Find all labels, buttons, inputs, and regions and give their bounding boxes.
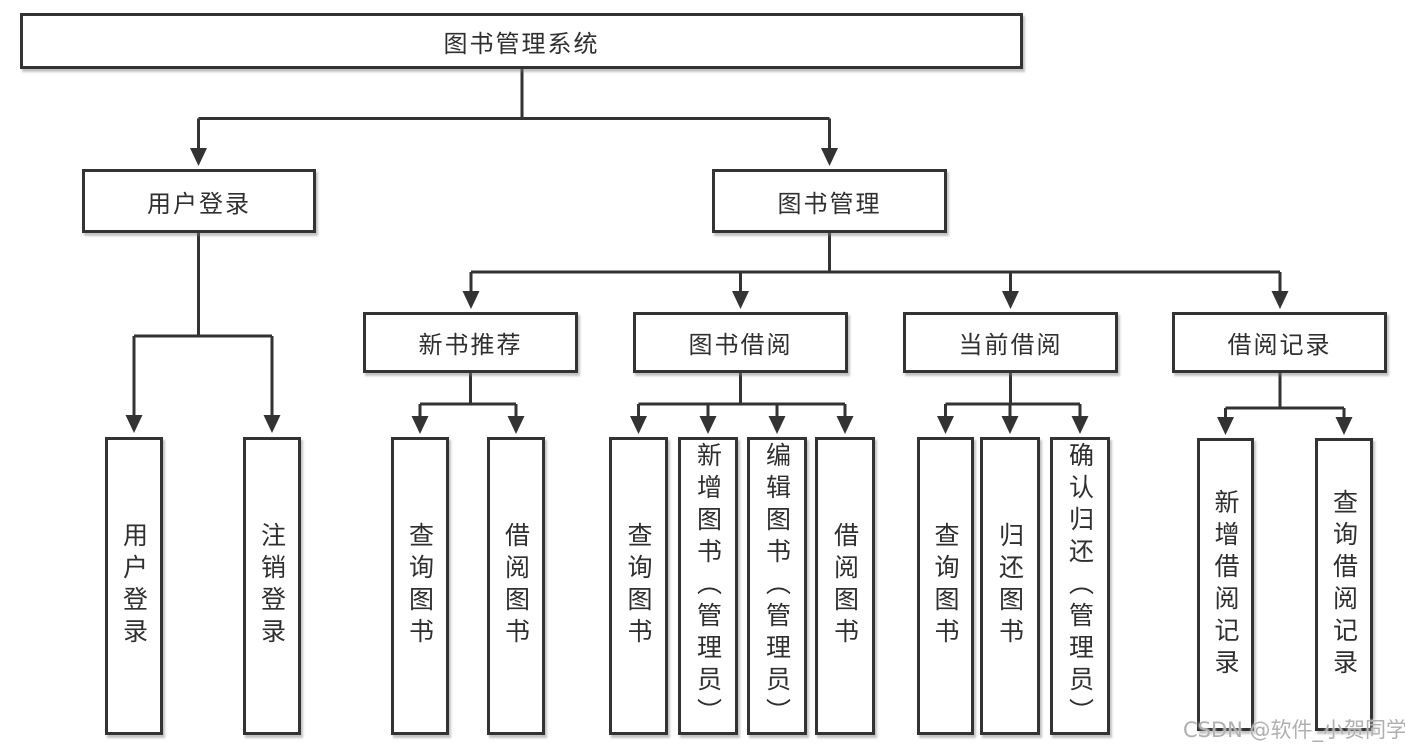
node-current-borrowing: 当前借阅 (903, 312, 1118, 373)
leaf-label: 查询借阅记录 (1329, 488, 1359, 681)
leaf-logout: 注销登录 (243, 437, 301, 735)
node-label: 用户登录 (147, 189, 251, 218)
leaf-label: 注销登录 (257, 522, 287, 650)
leaf-label: 新增借阅记录 (1211, 488, 1240, 681)
leaf-query-borrow-record: 查询借阅记录 (1315, 438, 1373, 731)
leaf-label: 归还图书 (995, 522, 1025, 650)
leaf-borrow-books: 借阅图书 (815, 437, 875, 735)
leaf-query-books-recommend: 查询图书 (391, 437, 449, 735)
leaf-label: 编辑图书（管理员） (762, 442, 792, 730)
leaf-edit-books-admin: 编辑图书（管理员） (747, 437, 807, 735)
leaf-label: 借阅图书 (830, 522, 860, 650)
leaf-return-books: 归还图书 (980, 437, 1040, 735)
watermark: CSDN @软件_小贺同学 (1183, 718, 1405, 742)
node-library-management-system: 图书管理系统 (20, 13, 1023, 69)
node-label: 图书管理系统 (443, 29, 600, 58)
node-book-borrowing: 图书借阅 (633, 312, 848, 373)
node-label: 图书管理 (777, 189, 882, 218)
leaf-add-borrow-record: 新增借阅记录 (1197, 438, 1254, 731)
node-label: 借阅记录 (1227, 331, 1332, 359)
leaf-label: 查询图书 (405, 522, 435, 650)
node-user-login: 用户登录 (82, 169, 316, 233)
node-label: 图书借阅 (688, 331, 793, 359)
node-borrowing-records: 借阅记录 (1172, 312, 1387, 373)
leaf-add-books-admin: 新增图书（管理员） (678, 437, 738, 735)
leaf-label: 用户登录 (119, 522, 149, 650)
leaf-borrow-books-recommend: 借阅图书 (487, 437, 545, 735)
leaf-label: 确认归还（管理员） (1065, 442, 1095, 730)
node-new-book-recommend: 新书推荐 (363, 312, 578, 373)
node-label: 当前借阅 (958, 331, 1063, 359)
leaf-query-books-current: 查询图书 (917, 437, 974, 735)
leaf-label: 查询图书 (931, 522, 960, 650)
leaf-user-login: 用户登录 (105, 437, 163, 735)
node-label: 新书推荐 (418, 331, 523, 359)
leaf-label: 查询图书 (624, 522, 653, 650)
leaf-label: 新增图书（管理员） (693, 442, 723, 730)
leaf-query-books-borrowing: 查询图书 (609, 437, 668, 735)
leaf-label: 借阅图书 (501, 522, 531, 650)
leaf-confirm-return-admin: 确认归还（管理员） (1050, 437, 1110, 735)
node-book-management: 图书管理 (712, 169, 947, 233)
